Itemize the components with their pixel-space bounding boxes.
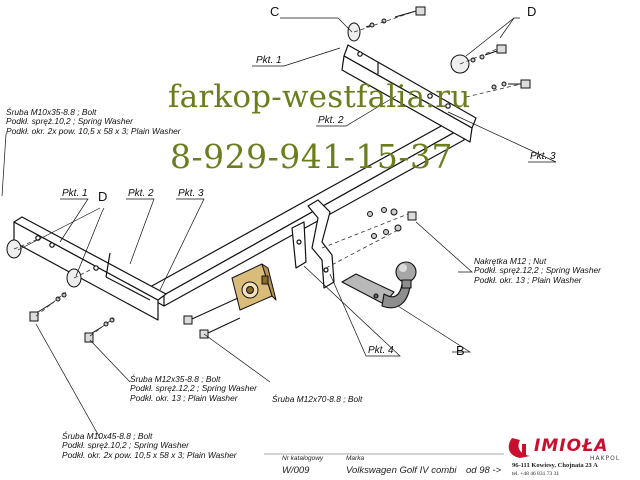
spec-line: Śruba M12x35-8.8 ; Bolt (130, 374, 221, 384)
callout-d-top: D (527, 4, 537, 19)
assembly-guide-lines (13, 10, 522, 337)
spec-m10x45-bolt-group: Śruba M10x45-8.8 ; Bolt Podkł. spręż.10,… (62, 431, 237, 460)
spec-line: Śruba M10x45-8.8 ; Bolt (62, 431, 153, 441)
watermark-phone: 8-929-941-15-37 (170, 137, 454, 176)
center-mount-bracket (291, 199, 335, 289)
right-side-bracket (341, 44, 477, 143)
year-value: od 98 -> (466, 465, 502, 476)
callout-pkt2-left: Pkt. 2 (128, 188, 154, 199)
callout-pkt3-top: Pkt. 3 (530, 151, 556, 162)
spec-line: Podkł. spręż.10,2 ; Spring Washer (6, 116, 133, 127)
spec-line: Nakrętka M12 ; Nut (474, 256, 547, 266)
spec-line: Podkł. spręż.12,2 ; Spring Washer (130, 383, 257, 394)
tow-ball-coupling (341, 261, 417, 309)
callout-c: C (270, 4, 280, 19)
spec-line: Podkł. okr. 2x pow. 10,5 x 58 x 3; Plain… (6, 125, 181, 136)
spec-line: Podkł. okr. 13 ; Plain Washer (474, 274, 582, 285)
callout-d-left: D (98, 189, 108, 204)
spec-line: Podkł. spręż.12,2 ; Spring Washer (474, 265, 601, 276)
catalog-value: W/009 (282, 465, 310, 476)
hakpol-text: HAKPOL (590, 455, 621, 462)
spec-m12x70-bolt: Śruba M12x70-8.8 ; Bolt (272, 394, 363, 404)
callout-pkt1-top: Pkt. 1 (256, 55, 282, 66)
callout-pkt2-top: Pkt. 2 (318, 115, 344, 126)
company-address: 96-111 Kowiesy, Chojnata 23 A (512, 462, 598, 469)
callout-pkt1-left: Pkt. 1 (62, 188, 88, 199)
callout-pkt4: Pkt. 4 (368, 345, 394, 356)
imiola-logo-mark (508, 438, 530, 458)
spec-line: Śruba M10x35-8.8 ; Bolt (6, 107, 97, 117)
callout-b: B (456, 343, 465, 358)
catalog-label: Nr katalogowy (282, 455, 324, 462)
imiola-logo-text: IMIOŁA (534, 436, 609, 456)
company-phone: tel. +48 46 831 73 31 (512, 471, 560, 477)
spec-m12x35-bolt-group: Śruba M12x35-8.8 ; Bolt Podkł. spręż.12,… (130, 374, 257, 403)
spec-m10x35-bolt-group: Śruba M10x35-8.8 ; Bolt Podkł. spręż.10,… (6, 107, 181, 136)
callout-pkt3-left: Pkt. 3 (178, 188, 204, 199)
spec-line: Podkł. spręż.10,2 ; Spring Washer (62, 440, 189, 451)
spec-line: Śruba M12x70-8.8 ; Bolt (272, 394, 363, 404)
brand-label: Marka (346, 455, 365, 462)
center-bolts-m12x70 (183, 297, 241, 339)
left-side-bracket (13, 216, 167, 321)
spec-nut-group: Nakrętka M12 ; Nut Podkł. spręż.12,2 ; S… (474, 256, 601, 285)
watermark-url: farkop-westfalia.ru (168, 79, 471, 115)
brand-value: Volkswagen Golf IV combi (346, 465, 457, 476)
spec-line: Podkł. okr. 13 ; Plain Washer (130, 392, 238, 403)
right-nut-fasteners (367, 207, 417, 239)
electric-socket-plate (231, 263, 277, 311)
callout-leaders (1, 17, 557, 439)
spec-line: Podkł. okr. 2x pow. 10,5 x 58 x 3; Plain… (62, 449, 237, 460)
